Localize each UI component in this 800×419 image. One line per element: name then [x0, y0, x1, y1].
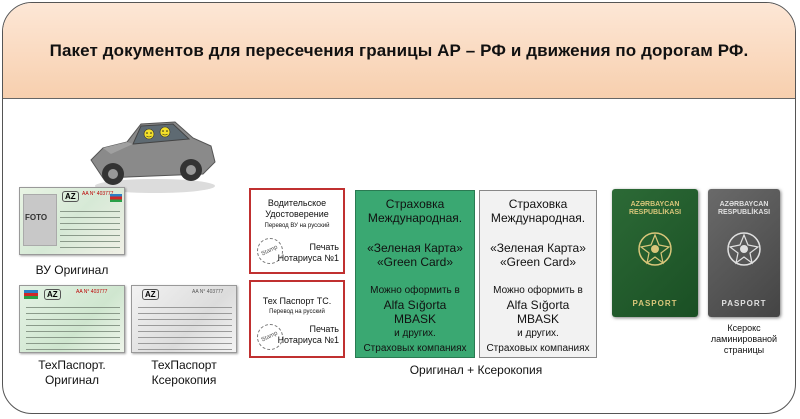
translation-registration-subtitle: Перевод на русский — [269, 309, 325, 315]
license-caption: ВУ Оригинал — [35, 263, 109, 277]
original-copy-caption: Оригинал + Ксерокопия — [409, 363, 543, 377]
passport-original: AZƏRBAYCAN RESPUBLİKASI PASPORT — [612, 189, 698, 317]
header-banner: Пакет документов для пересечения границы… — [3, 3, 795, 99]
ins-line: Страховка — [385, 197, 445, 211]
emblem-icon — [727, 232, 761, 266]
license-text-lines — [60, 206, 120, 250]
passport-copy-label: PASPORT — [721, 299, 767, 308]
passport-copy-caption: Ксерокс ламинированой страницы — [703, 323, 785, 356]
car-icon — [90, 121, 216, 193]
ins-line: Страховых компаниях — [363, 343, 467, 354]
registration-country-code: AZ — [44, 289, 61, 300]
ins-line: «Green Card» — [376, 255, 454, 269]
ins-line: Alfa Sığorta — [506, 298, 570, 312]
translation-registration-title: Тех Паспорт ТС. — [262, 296, 332, 306]
license-country-code: AZ — [62, 191, 79, 202]
foto-label: FOTO — [25, 213, 48, 222]
ins-line: и других. — [517, 328, 559, 339]
passport-title: AZƏRBAYCAN RESPUBLİKASI — [612, 201, 698, 217]
ins-line: Можно оформить в — [493, 285, 583, 296]
registration-original-caption: ТехПаспорт. Оригинал — [19, 358, 125, 388]
ins-line: Можно оформить в — [370, 285, 460, 296]
passport-title-line: AZƏRBAYCAN — [630, 201, 680, 208]
passport-copy: AZƏRBAYCAN RESPUBLİKASI PASPORT — [708, 189, 780, 317]
ins-line: и других. — [394, 328, 436, 339]
registration-text-lines — [26, 302, 120, 350]
ins-line: MBASK — [516, 312, 559, 326]
passport-title-line: RESPUBLİKASI — [717, 209, 771, 216]
emblem-icon — [638, 232, 672, 266]
seal-line: Нотариуса №1 — [277, 335, 339, 345]
ins-line: «Зеленая Карта» — [367, 241, 463, 255]
driver-license-card: FOTO AZ AA N° 403777 — [19, 187, 125, 255]
caption-line: ТехПаспорт. — [38, 358, 106, 372]
ins-line: Международная. — [490, 211, 586, 225]
registration-copy-card: AZ AA N° 403777 — [131, 285, 237, 353]
ins-line: «Зеленая Карта» — [490, 241, 586, 255]
ins-line: Страховых компаниях — [486, 343, 590, 354]
license-number: AA N° 403777 — [82, 191, 114, 197]
caption-line: страницы — [723, 345, 765, 355]
flag-icon — [24, 290, 38, 299]
page-title: Пакет документов для пересечения границы… — [49, 40, 749, 60]
caption-line: Ксерокс — [727, 323, 761, 333]
ins-line: Международная. — [367, 211, 463, 225]
caption-line: ламинированой — [710, 334, 778, 344]
flag-icon — [110, 194, 122, 202]
translation-license-title: Водительское Удостоверение — [251, 198, 343, 220]
stamp-text: Stamp — [260, 330, 280, 344]
translation-license-box: Водительское Удостоверение Перевод ВУ на… — [249, 188, 345, 274]
translation-registration-seal: Печать Нотариуса №1 — [278, 324, 339, 346]
stamp-icon: Stamp — [257, 238, 283, 264]
registration-number: AA N° 403777 — [76, 289, 108, 295]
ins-line: Alfa Sığorta — [383, 298, 447, 312]
title-line: Удостоверение — [265, 209, 329, 219]
license-photo: FOTO — [23, 194, 57, 246]
passport-title-line: AZƏRBAYCAN — [719, 201, 769, 208]
translation-registration-box: Тех Паспорт ТС. Перевод на русский Stamp… — [249, 280, 345, 358]
seal-line: Нотариуса №1 — [277, 253, 339, 263]
passport-label: PASPORT — [632, 299, 678, 308]
caption-line: ТехПаспорт — [151, 358, 217, 372]
passport-copy-title: AZƏRBAYCAN RESPUBLİKASI — [708, 201, 780, 217]
ins-line: «Green Card» — [499, 255, 577, 269]
ins-line: MBASK — [393, 312, 436, 326]
stamp-icon: Stamp — [257, 324, 283, 350]
insurance-copy-card: Страховка Международная. «Зеленая Карта»… — [479, 190, 597, 358]
passport-title-line: RESPUBLİKASI — [628, 209, 682, 216]
ins-line: Страховка — [508, 197, 568, 211]
translation-license-seal: Печать Нотариуса №1 — [278, 242, 339, 264]
registration-copy-caption: ТехПаспорт Ксерокопия — [131, 358, 237, 388]
registration-copy-country-code: AZ — [142, 289, 159, 300]
caption-line: Оригинал — [44, 373, 100, 387]
stamp-text: Stamp — [260, 244, 280, 258]
insurance-green-card: Страховка Международная. «Зеленая Карта»… — [355, 190, 475, 358]
registration-copy-number: AA N° 403777 — [192, 289, 224, 295]
caption-line: Ксерокопия — [151, 373, 217, 387]
registration-copy-text-lines — [138, 302, 232, 350]
diagram-frame: Пакет документов для пересечения границы… — [2, 2, 796, 414]
seal-line: Печать — [309, 242, 339, 252]
title-line: Водительское — [267, 198, 327, 208]
translation-license-subtitle: Перевод ВУ на русский — [264, 223, 330, 229]
registration-original-card: AZ AA N° 403777 — [19, 285, 125, 353]
seal-line: Печать — [309, 324, 339, 334]
